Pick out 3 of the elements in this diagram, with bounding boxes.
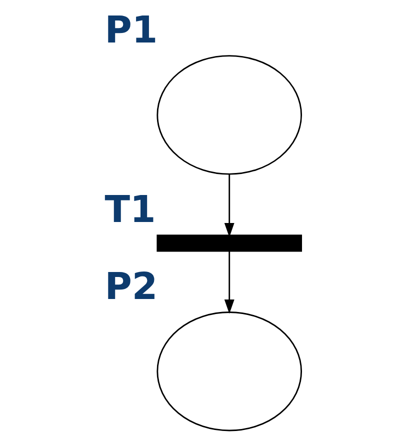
node-label: T1 — [104, 188, 156, 232]
node-label: P2 — [104, 265, 158, 308]
node-label: P1 — [104, 8, 158, 52]
